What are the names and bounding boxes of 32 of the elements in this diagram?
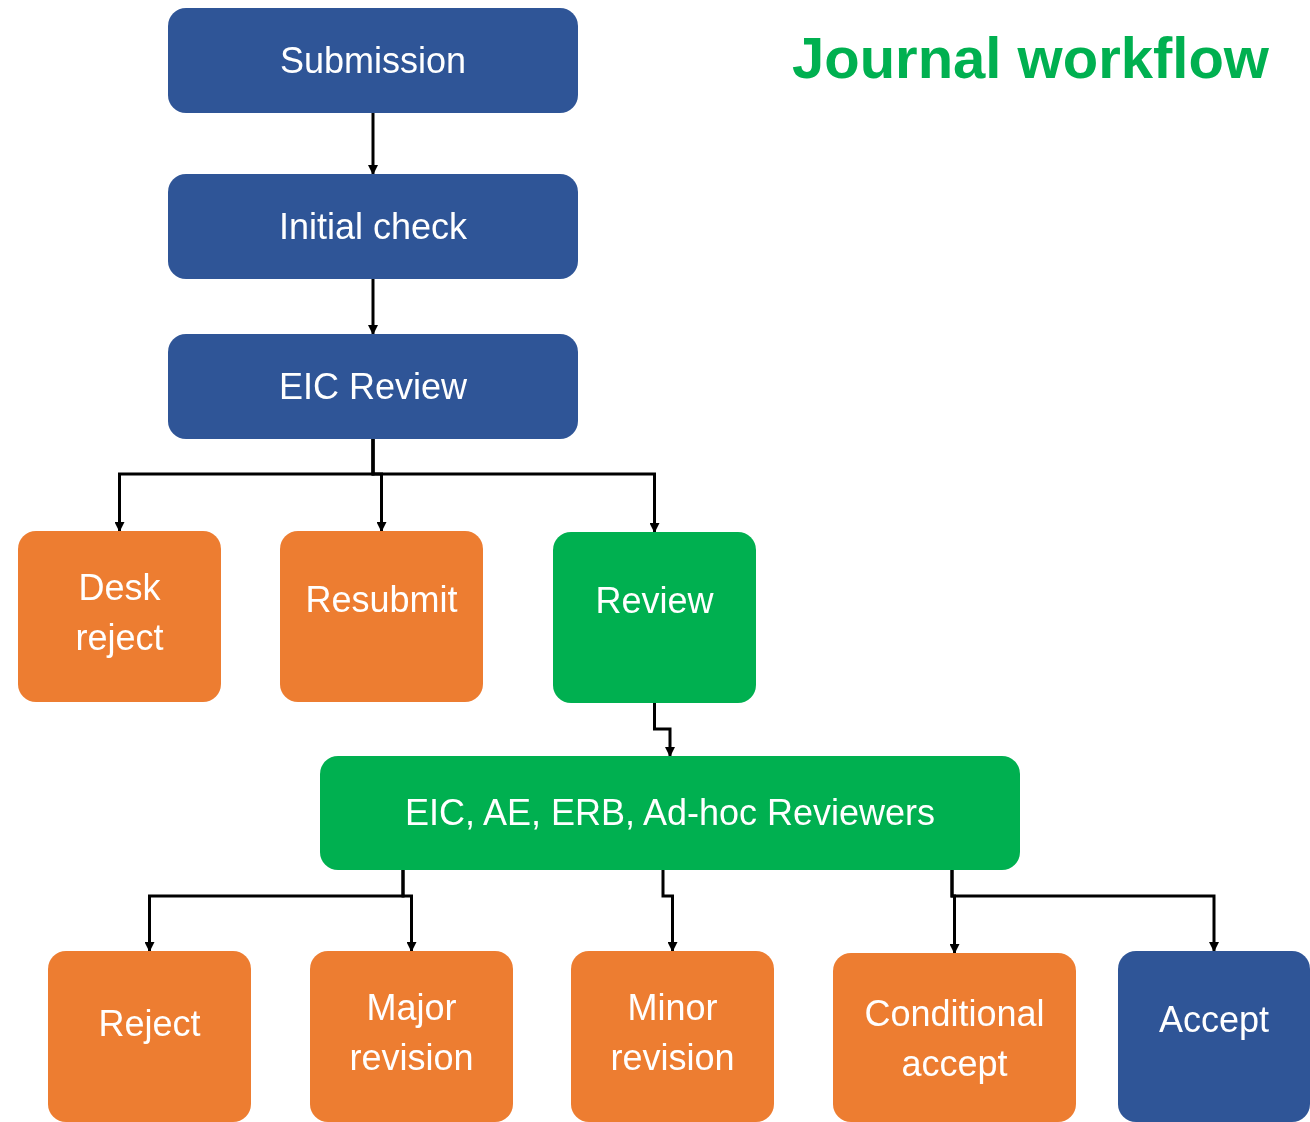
process-box bbox=[168, 334, 578, 439]
diagram-title: Journal workflow bbox=[792, 24, 1269, 92]
process-box bbox=[571, 951, 774, 1122]
box-label: Accept bbox=[1158, 998, 1270, 1042]
box-label: EIC Review bbox=[278, 364, 468, 409]
box-label: Reject bbox=[98, 1002, 201, 1046]
arrow bbox=[401, 870, 417, 952]
box-label: Review bbox=[595, 579, 714, 623]
box-label: Desk reject bbox=[74, 566, 165, 660]
arrow bbox=[371, 439, 660, 533]
arrow bbox=[653, 703, 675, 757]
box-label: Major revision bbox=[348, 986, 475, 1080]
box-label: Submission bbox=[279, 38, 467, 83]
process-box bbox=[48, 951, 251, 1122]
process-box bbox=[553, 532, 756, 703]
box-label: Minor revision bbox=[609, 986, 736, 1080]
box-label: Resubmit bbox=[305, 578, 458, 622]
arrow bbox=[950, 870, 1219, 952]
box-label: EIC, AE, ERB, Ad-hoc Reviewers bbox=[404, 791, 936, 835]
box-label: Initial check bbox=[278, 204, 468, 249]
arrow bbox=[661, 870, 678, 952]
process-box bbox=[833, 953, 1076, 1122]
arrow bbox=[368, 113, 378, 175]
process-box bbox=[168, 174, 578, 279]
process-box bbox=[168, 8, 578, 113]
process-box bbox=[320, 756, 1020, 870]
box-label: Conditional accept bbox=[863, 992, 1046, 1086]
process-box bbox=[1118, 951, 1310, 1122]
process-box bbox=[18, 531, 221, 702]
process-box bbox=[310, 951, 513, 1122]
process-box bbox=[280, 531, 483, 702]
arrow bbox=[368, 279, 378, 335]
